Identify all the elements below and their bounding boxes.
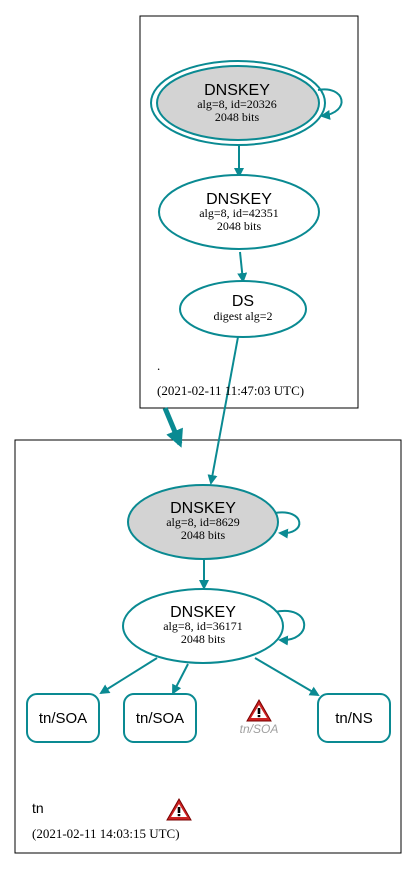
- warning-icon: [246, 699, 272, 722]
- tn-soa-warning-node: tn/SOA: [240, 699, 279, 736]
- tn-ksk-params: alg=8, id=8629: [166, 515, 240, 529]
- edge-tn-zsk-to-ns: [254, 657, 320, 697]
- root-zsk-node: DNSKEY alg=8, id=42351 2048 bits: [158, 174, 320, 250]
- zone-delegation-arrow: [162, 407, 183, 448]
- tn-ksk-node: DNSKEY alg=8, id=8629 2048 bits: [127, 484, 279, 560]
- root-zsk-bits: 2048 bits: [217, 219, 262, 233]
- tn-zone-name: tn: [32, 800, 44, 816]
- tn-ns-node: tn/NS: [317, 693, 391, 743]
- root-zone-box: [139, 15, 359, 409]
- tn-soa-node-1: tn/SOA: [26, 693, 100, 743]
- tn-zsk-self-loop: [274, 609, 306, 646]
- tn-zsk-bits: 2048 bits: [181, 632, 226, 646]
- root-zone-timestamp: (2021-02-11 11:47:03 UTC): [157, 383, 304, 398]
- tn-soa-2-label: tn/SOA: [136, 710, 184, 727]
- tn-ns-label: tn/NS: [335, 710, 373, 727]
- tn-zone-box: [14, 439, 402, 854]
- edge-tn-zsk-to-soa-2: [172, 663, 189, 695]
- tn-soa-warning-label: tn/SOA: [240, 722, 279, 736]
- zone-warning-icon: [166, 798, 192, 821]
- root-ksk-bits: 2048 bits: [215, 110, 260, 124]
- ds-node: DS digest alg=2: [179, 280, 307, 338]
- root-ksk-params: alg=8, id=20326: [197, 97, 277, 111]
- root-ksk-self-loop: [317, 88, 343, 120]
- ds-digest: digest alg=2: [213, 309, 272, 323]
- edge-tn-zsk-to-soa-1: [99, 657, 158, 695]
- tn-zsk-params: alg=8, id=36171: [163, 619, 243, 633]
- tn-ksk-title: DNSKEY: [170, 500, 236, 517]
- tn-zone-timestamp: (2021-02-11 14:03:15 UTC): [32, 826, 180, 841]
- tn-ksk-bits: 2048 bits: [181, 528, 226, 542]
- root-zone-name: .: [157, 358, 160, 373]
- ds-title: DS: [232, 293, 254, 310]
- root-ksk-title: DNSKEY: [204, 82, 270, 99]
- tn-zsk-node: DNSKEY alg=8, id=36171 2048 bits: [122, 588, 284, 664]
- edge-root-zsk-to-ds: [237, 251, 248, 283]
- root-ksk-node: DNSKEY alg=8, id=20326 2048 bits: [150, 60, 326, 146]
- edge-ds-to-tn-ksk: [207, 336, 239, 485]
- tn-soa-1-label: tn/SOA: [39, 710, 87, 727]
- tn-ksk-self-loop: [274, 511, 301, 539]
- root-zsk-title: DNSKEY: [206, 191, 272, 208]
- tn-zsk-title: DNSKEY: [170, 604, 236, 621]
- tn-soa-node-2: tn/SOA: [123, 693, 197, 743]
- root-zsk-params: alg=8, id=42351: [199, 206, 279, 220]
